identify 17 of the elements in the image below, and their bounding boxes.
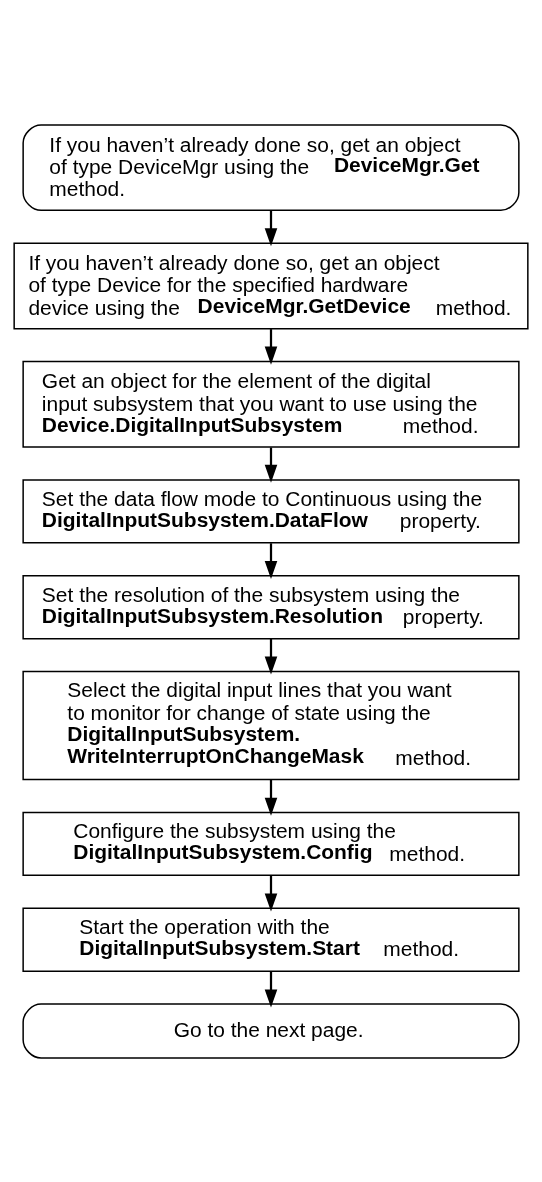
arrow [264,971,278,1007]
arrow [264,328,278,365]
arrow [264,542,278,579]
node-box: Set the resolution of the subsystem using the DigitalInputSubsystem.Resolution property. [22,574,520,639]
arrow [264,638,278,675]
arrow [264,875,278,911]
node-box: Configure the subsystem using the DigitalInputSubsystem.Config method. [22,811,520,876]
arrow [264,447,278,483]
node-box: Select the digital input lines that you want to monitor for change of state using the DigitalInputSubsystem. WriteInterruptOnChangeMask method. [22,670,520,780]
node-box: Go to the next page. [22,1002,520,1059]
node-box: If you haven’t already done so, get an object of type DeviceMgr using the DeviceMgr.Get method. [22,123,520,211]
node-box: Start the operation with the DigitalInputSubsystem.Start method. [22,907,520,972]
node-box: If you haven’t already done so, get an object of type Device for the specified hardware device using the DeviceMgr.GetDevice method. [13,242,529,329]
arrow [264,210,278,246]
arrow [264,779,278,816]
node-box: Set the data flow mode to Continuous using the DigitalInputSubsystem.DataFlow property. [22,478,520,544]
node-box: Get an object for the element of the digital input subsystem that you want to use using the Device.DigitalInputSubsystem method. [22,360,520,448]
